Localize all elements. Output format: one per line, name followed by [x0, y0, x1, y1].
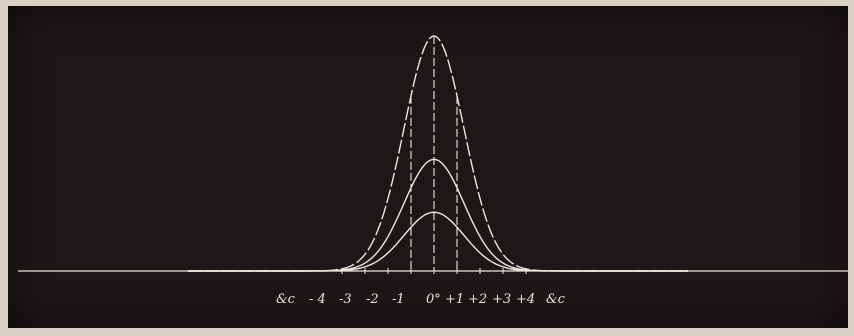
curves-group	[188, 35, 688, 272]
axis-label-plus-2: +2	[468, 292, 487, 307]
axis-label-minus-3: -3	[339, 292, 352, 307]
axis-ticks	[341, 268, 527, 274]
axis-label-plus-1: +1	[445, 292, 464, 307]
bell-curve-2	[188, 158, 688, 272]
axis-label-plus-3: +3	[492, 292, 511, 307]
vertical-guides	[410, 36, 458, 271]
axis-label-minus-4: - 4	[309, 292, 326, 307]
bell-curve-1	[188, 35, 688, 272]
axis-label-zero: 0°	[426, 292, 441, 307]
axis-label-left-etc: &c	[276, 292, 296, 307]
axis-labels: &c - 4 -3 -2 -1 0° +1 +2 +3 +4 &c	[276, 292, 566, 307]
axis-label-plus-4: +4	[516, 292, 535, 307]
dark-plate: &c - 4 -3 -2 -1 0° +1 +2 +3 +4 &c	[8, 6, 848, 328]
axis-label-minus-2: -2	[366, 292, 379, 307]
axis-label-minus-1: -1	[392, 292, 405, 307]
bell-curve-3	[188, 211, 688, 272]
distribution-diagram: &c - 4 -3 -2 -1 0° +1 +2 +3 +4 &c	[18, 35, 848, 307]
axis-label-right-etc: &c	[546, 292, 566, 307]
